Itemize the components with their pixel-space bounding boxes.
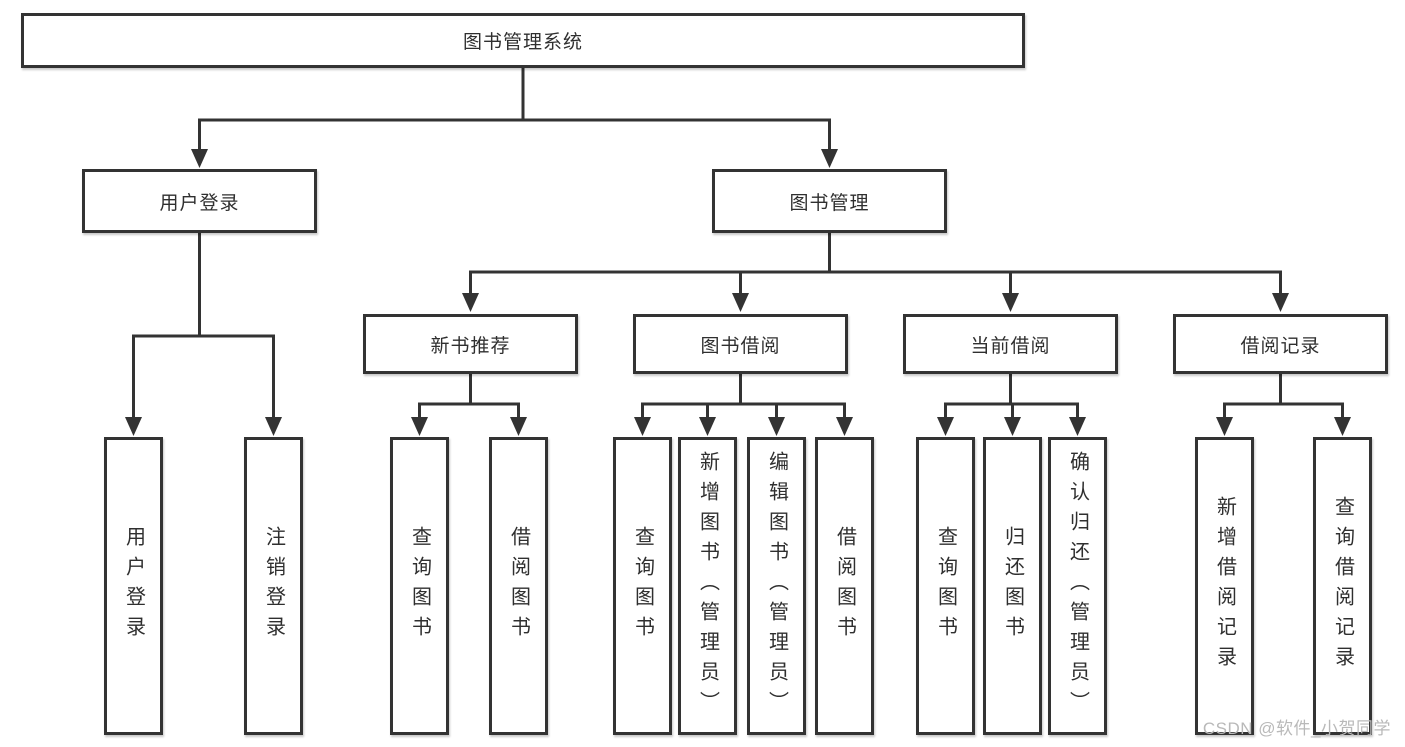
leaf-edit-books-admin: 编辑图书（管理员） xyxy=(747,437,806,735)
leaf-add-borrow-record: 新增借阅记录 xyxy=(1195,437,1254,735)
leaf-recommend-query-books: 查询图书 xyxy=(390,437,449,735)
arrow-down-icon xyxy=(265,417,282,436)
leaf-borrow-borrow-books: 借阅图书 xyxy=(815,437,874,735)
watermark-csdn: CSDN @软件_小贺同学 xyxy=(1202,719,1391,738)
arrow-down-icon xyxy=(462,293,479,312)
arrow-down-icon xyxy=(634,417,651,436)
arrow-down-icon xyxy=(1002,293,1019,312)
arrow-down-icon xyxy=(821,149,838,168)
connector-root-to-level2 xyxy=(191,68,838,168)
leaf-return-books: 归还图书 xyxy=(983,437,1042,735)
arrow-down-icon xyxy=(411,417,428,436)
arrow-down-icon xyxy=(1069,417,1086,436)
node-borrow-records: 借阅记录 xyxy=(1173,314,1388,374)
leaf-recommend-borrow-books: 借阅图书 xyxy=(489,437,548,735)
arrow-down-icon xyxy=(1004,417,1021,436)
arrow-down-icon xyxy=(1216,417,1233,436)
connector-records-to-leaves xyxy=(1216,374,1351,436)
leaf-add-books-admin: 新增图书（管理员） xyxy=(678,437,737,735)
leaf-borrow-query-books: 查询图书 xyxy=(613,437,672,735)
connector-book-management-to-level3 xyxy=(462,233,1289,312)
connector-current-to-leaves xyxy=(937,374,1086,436)
node-library-management-system: 图书管理系统 xyxy=(21,13,1025,68)
arrow-down-icon xyxy=(1272,293,1289,312)
node-current-borrow: 当前借阅 xyxy=(903,314,1118,374)
arrow-down-icon xyxy=(768,417,785,436)
node-user-login: 用户登录 xyxy=(82,169,317,233)
node-book-borrow: 图书借阅 xyxy=(633,314,848,374)
node-book-management: 图书管理 xyxy=(712,169,947,233)
leaf-user-login: 用户登录 xyxy=(104,437,163,735)
leaf-logout: 注销登录 xyxy=(244,437,303,735)
arrow-down-icon xyxy=(125,417,142,436)
connector-recommend-to-leaves xyxy=(411,374,527,436)
arrow-down-icon xyxy=(937,417,954,436)
arrow-down-icon xyxy=(510,417,527,436)
leaf-query-borrow-record: 查询借阅记录 xyxy=(1313,437,1372,735)
connector-user-login-to-leaves xyxy=(125,233,282,436)
arrow-down-icon xyxy=(191,149,208,168)
node-new-book-recommend: 新书推荐 xyxy=(363,314,578,374)
leaf-current-query-books: 查询图书 xyxy=(916,437,975,735)
leaf-confirm-return-admin: 确认归还（管理员） xyxy=(1048,437,1107,735)
connector-borrow-to-leaves xyxy=(634,374,853,436)
arrow-down-icon xyxy=(732,293,749,312)
arrow-down-icon xyxy=(1334,417,1351,436)
arrow-down-icon xyxy=(699,417,716,436)
arrow-down-icon xyxy=(836,417,853,436)
